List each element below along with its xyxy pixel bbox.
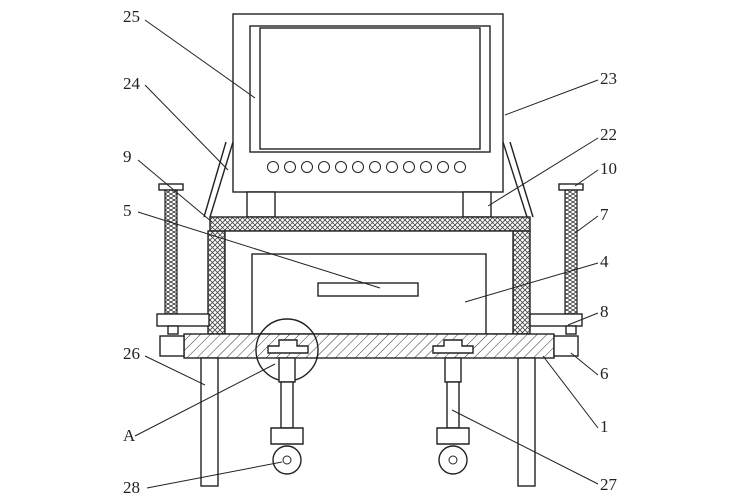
monitor — [232, 13, 504, 193]
label-5: 5 — [123, 201, 132, 220]
base-plate — [183, 333, 555, 359]
label-4: 4 — [600, 252, 609, 271]
label-10: 10 — [600, 159, 617, 178]
label-26: 26 — [123, 344, 140, 363]
slide-rails — [267, 339, 474, 354]
right-screw — [529, 183, 584, 335]
label-25: 25 — [123, 7, 140, 26]
label-a: A — [123, 426, 136, 445]
monitor-feet — [246, 191, 492, 218]
label-23: 23 — [600, 69, 617, 88]
side-braces — [203, 141, 534, 218]
label-7: 7 — [600, 205, 609, 224]
leg-right — [517, 357, 536, 487]
wheel-column-right — [436, 357, 470, 475]
label-6: 6 — [600, 364, 609, 383]
wheel-column-left — [270, 357, 304, 475]
label-8: 8 — [600, 302, 609, 321]
drawer — [251, 253, 487, 335]
leader-lines — [134, 19, 599, 489]
label-28: 28 — [123, 478, 140, 497]
label-1: 1 — [600, 417, 609, 436]
label-24: 24 — [123, 74, 141, 93]
label-9: 9 — [123, 147, 132, 166]
right-wall — [512, 230, 531, 335]
left-screw — [156, 183, 210, 335]
label-22: 22 — [600, 125, 617, 144]
top-plate — [209, 216, 531, 232]
leg-left — [200, 357, 219, 487]
monitor-buttons — [267, 161, 466, 173]
label-27: 27 — [600, 475, 618, 494]
left-wall — [207, 230, 226, 335]
